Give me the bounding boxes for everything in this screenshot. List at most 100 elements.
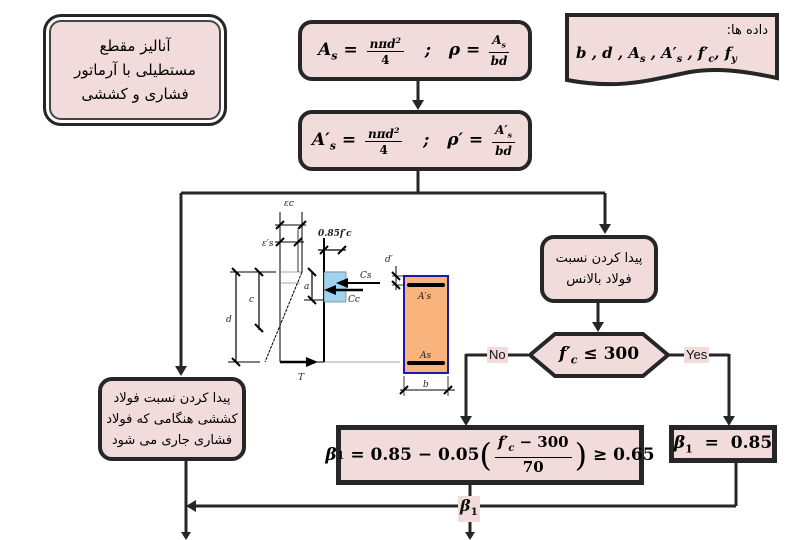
tick [391, 280, 401, 290]
tick [337, 245, 347, 255]
step2-rho-den: bd [495, 144, 512, 159]
step2-num: nπd [368, 126, 394, 141]
data-box-variables: b , d , As , A′s , f′c, fy [576, 44, 737, 65]
t-arrowhead [306, 357, 318, 367]
step2-rho: ρ′ [447, 129, 463, 150]
tick [399, 385, 409, 395]
title-line-2: مستطیلی با آرماتور [74, 61, 196, 79]
label-cs: Cs [360, 271, 372, 281]
label-stress: 0.85f′c [318, 229, 352, 239]
merge-beta-sym: β [460, 496, 471, 515]
tick [391, 271, 401, 281]
equals-sign: = [468, 129, 484, 150]
label-d-prime: d′ [385, 255, 393, 265]
strain-profile [264, 271, 303, 363]
arrow-formula-out [465, 532, 475, 540]
section-rect [403, 275, 449, 374]
label-c: c [249, 295, 254, 305]
step2-fraction: nπd2 4 [365, 124, 403, 157]
tick [275, 237, 285, 247]
step2-lhs: A′ [312, 129, 330, 150]
decision-condition: f′c ≤ 300 [555, 340, 643, 370]
step1-sep: ; [424, 39, 432, 60]
beta-const-lhs: β [673, 432, 686, 453]
beta-formula-lhs-sub: 1 [336, 448, 345, 462]
tension-line-3: فشاری جاری می شود [111, 432, 233, 448]
equals-sign: = [466, 39, 481, 60]
beta-num-var: f′ [497, 433, 509, 451]
data-box-heading: داده ها: [726, 23, 768, 38]
beta-const-value: 0.85 [730, 432, 773, 453]
arrow-no [460, 416, 472, 426]
yes-label: Yes [684, 347, 710, 363]
title-box: آنالیز مقطع مستطیلی با آرماتور فشاری و ک… [43, 14, 227, 126]
arrow-step2 [412, 100, 424, 110]
beta-formula-lhs: β [325, 445, 337, 465]
decision-hexagon [526, 332, 672, 378]
beta-const-lhs-sub: 1 [685, 442, 693, 456]
title-line-3: فشاری و کششی [81, 85, 189, 103]
arrow-balanced [599, 224, 611, 234]
balanced-line-2: فولاد بالانس [566, 272, 632, 287]
arrow-yes [723, 416, 735, 426]
step1-den: 4 [381, 52, 390, 67]
tick [254, 323, 264, 333]
beta-formula-min: 0.65 [613, 445, 655, 465]
tick [319, 245, 329, 255]
var-As-prime: A′s [661, 44, 683, 65]
step2-rho-num-sub: s [507, 130, 512, 140]
step2-den: 4 [379, 142, 388, 157]
merge-beta-label: β1 [458, 496, 480, 523]
var-fy: fy [724, 44, 737, 65]
step1-rho-num: A [492, 32, 502, 47]
label-eps-s: ε′s [262, 239, 274, 249]
step1-lhs: A [318, 39, 332, 60]
cs-arrowhead [336, 278, 348, 288]
label-a: a [304, 282, 309, 292]
tick [254, 267, 264, 277]
decision-lhs: f′ [558, 343, 571, 364]
beta-num-sub: c [508, 443, 515, 454]
decision-rhs: 300 [603, 343, 640, 364]
merge-beta-sub: 1 [470, 506, 478, 519]
tick [275, 220, 285, 230]
balanced-ratio-box: پیدا کردن نسبت فولاد بالانس [540, 235, 658, 303]
step1-rho-den: bd [490, 54, 508, 69]
decision-op: ≤ [583, 343, 598, 364]
var-As: As [628, 44, 646, 65]
var-d: d [602, 44, 613, 62]
tension-line-2: کششی هنگامی که فولاد [106, 411, 238, 427]
step1-num: nπd [369, 36, 396, 51]
equals-sign: = [341, 129, 357, 150]
beta-const-eq: = [704, 432, 719, 453]
arrow-tension [175, 366, 187, 376]
beta-formula-a: 0.85 [370, 445, 412, 465]
label-as-top: A′s [417, 292, 432, 302]
data-box: داده ها: b , d , As , A′s , f′c, fy [574, 20, 770, 70]
label-t: T [298, 373, 305, 383]
beta-formula-minus: − [417, 445, 433, 465]
step2-num-sup: 2 [393, 125, 400, 135]
step1-rho: ρ [448, 39, 461, 60]
balanced-line-1: پیدا کردن نسبت [555, 251, 643, 266]
step2-lhs-sub: s [329, 139, 336, 153]
beta-den: 70 [522, 458, 544, 476]
step1-num-sup: 2 [395, 35, 401, 45]
beta-formula-b: 0.05 [438, 445, 480, 465]
beta-formula-eq: = [350, 445, 365, 465]
left-paren: ( [479, 436, 492, 474]
step2-box: A′s = nπd2 4 ; ρ′ = A′s bd [298, 110, 532, 171]
step1-rho-fraction: As bd [489, 33, 509, 68]
step2-rho-num: A′ [495, 122, 508, 137]
arrow-merge-left [186, 500, 196, 512]
step1-rho-num-sub: s [501, 40, 506, 50]
step1-fraction: nπd2 4 [366, 34, 404, 67]
section-sketch: εc ε′s 0.85f′c c d a d′ Cs Cc T A′s As b [226, 199, 455, 396]
tension-ratio-box: پیدا کردن نسبت فولاد کششی هنگامی که فولا… [98, 377, 246, 461]
data-box-shape [565, 13, 779, 87]
tick [443, 385, 453, 395]
no-label: No [487, 347, 508, 363]
label-as-bottom: As [419, 351, 431, 361]
var-b: b [576, 44, 587, 62]
